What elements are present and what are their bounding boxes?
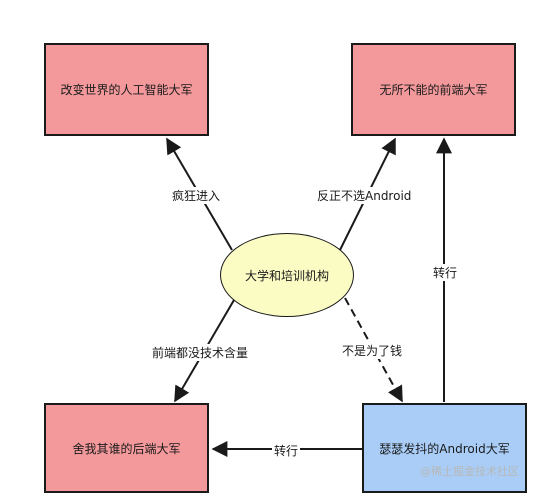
edge-label-android-to-frontend: 转行 xyxy=(431,264,460,281)
node-ai-army: 改变世界的人工智能大军 xyxy=(44,43,209,136)
node-backend-army: 舍我其谁的后端大军 xyxy=(44,403,209,493)
node-university-training-label: 大学和培训机构 xyxy=(244,268,329,283)
edge-label-school-to-backend: 前端都没技术含量 xyxy=(150,344,251,361)
node-university-training: 大学和培训机构 xyxy=(220,233,354,317)
node-android-army-label: 瑟瑟发抖的Android大军 xyxy=(379,441,510,456)
node-frontend-army-label: 无所不能的前端大军 xyxy=(379,83,488,97)
edge-label-school-to-frontend: 反正不选Android xyxy=(315,187,414,204)
node-android-army: 瑟瑟发抖的Android大军 xyxy=(362,403,527,493)
node-ai-army-label: 改变世界的人工智能大军 xyxy=(60,83,193,97)
node-frontend-army: 无所不能的前端大军 xyxy=(351,43,516,136)
node-backend-army-label: 舍我其谁的后端大军 xyxy=(72,441,181,456)
watermark: @稀土掘金技术社区 xyxy=(420,465,519,478)
edge-label-android-to-backend: 转行 xyxy=(272,442,301,459)
edge-label-school-to-ai: 疯狂进入 xyxy=(170,187,223,204)
edge-label-school-to-android: 不是为了钱 xyxy=(340,342,405,359)
